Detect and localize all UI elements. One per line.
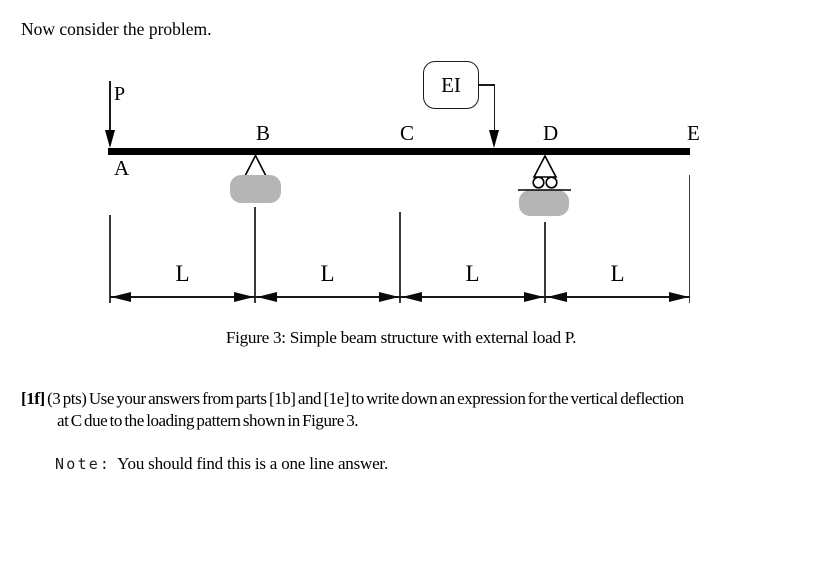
node-label-a: A — [114, 156, 130, 180]
question-line-2: at C due to the loading pattern shown in… — [57, 411, 359, 430]
intro-text: Now consider the problem. — [21, 19, 212, 39]
roller-support-icon — [518, 154, 571, 191]
callout-connector-vertical — [493, 84, 495, 131]
dim-arrow-icon — [524, 291, 544, 302]
load-label: P — [114, 83, 126, 105]
node-label-d: D — [543, 121, 559, 145]
extension-line-c — [399, 212, 401, 303]
figure-caption: Figure 3: Simple beam structure with ext… — [225, 328, 577, 347]
dim-arrow-icon — [546, 291, 567, 302]
node-label-e: E — [687, 121, 700, 145]
question-label: [1f] — [21, 389, 45, 408]
stiffness-label: EI — [441, 72, 461, 97]
note-line: Note: You should find this is a one line … — [55, 454, 388, 474]
span-label-3: L — [465, 261, 480, 286]
node-label-c: C — [400, 121, 415, 145]
load-arrow-shaft — [109, 81, 111, 131]
load-arrow-head-icon — [104, 130, 115, 148]
span-label-2: L — [320, 261, 335, 286]
extension-line-e — [688, 175, 690, 303]
span-label-1: L — [175, 261, 190, 286]
note-label: Note: — [55, 455, 112, 473]
node-label-b: B — [256, 121, 271, 145]
dim-arrow-icon — [111, 291, 131, 302]
dim-arrow-icon — [256, 291, 277, 302]
support-pad-d — [519, 190, 569, 216]
dim-arrow-icon — [668, 291, 689, 302]
extension-line-d — [544, 222, 546, 303]
beam — [108, 148, 690, 155]
dim-arrow-icon — [379, 291, 399, 302]
callout-connector-horizontal — [478, 84, 495, 86]
stiffness-callout-box: EI — [423, 61, 479, 109]
callout-arrow-head-icon — [489, 130, 499, 148]
extension-line-b — [254, 207, 256, 303]
question-line-1: [1f] (3 pts) Use your answers from parts… — [21, 389, 684, 409]
support-pad-b — [230, 175, 281, 203]
dim-arrow-icon — [234, 291, 254, 302]
dimension-line — [110, 296, 690, 298]
dim-arrow-icon — [401, 291, 422, 302]
note-text: You should find this is a one line answe… — [117, 454, 388, 473]
question-line-1-text: (3 pts) Use your answers from parts [1b]… — [44, 389, 684, 408]
extension-line-a — [109, 215, 111, 303]
span-label-4: L — [610, 261, 625, 286]
